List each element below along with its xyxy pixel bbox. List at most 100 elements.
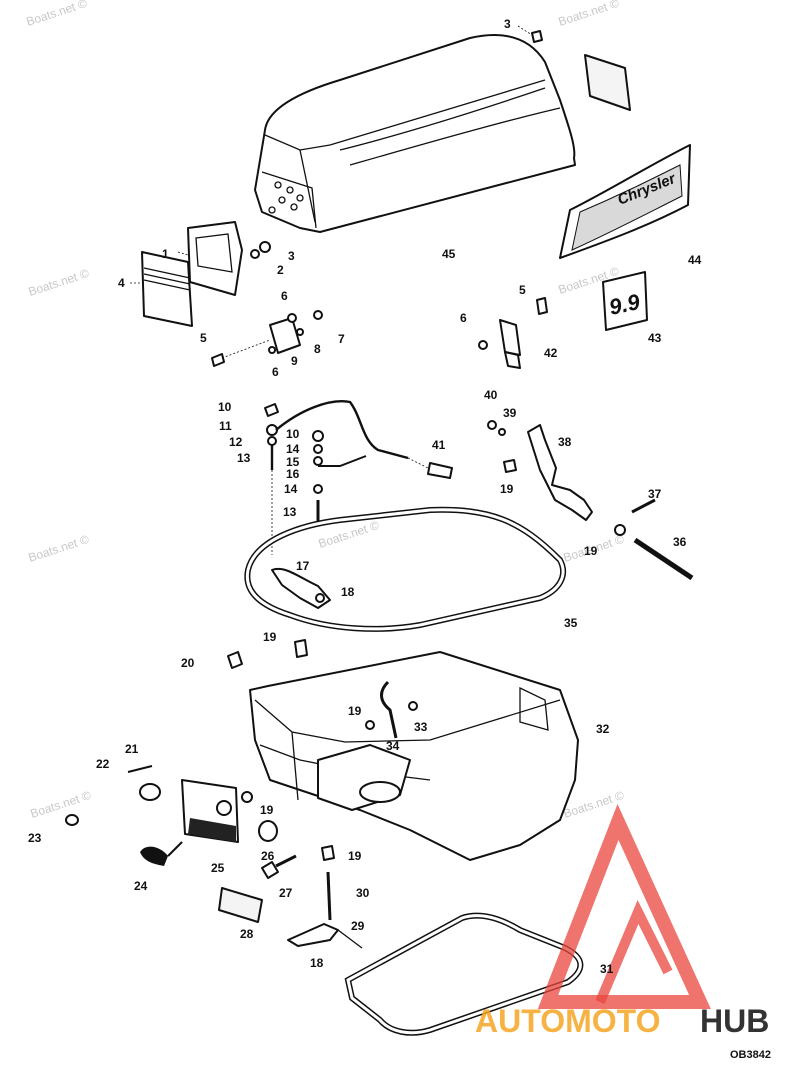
- callout-label: 15: [286, 455, 300, 469]
- callout-label: 45: [442, 247, 456, 261]
- callout-label: 35: [564, 616, 578, 630]
- callout-label: 10: [286, 427, 300, 441]
- callout-label: 1: [162, 247, 169, 261]
- grommet-26: [258, 820, 278, 842]
- cowl-seal: [244, 506, 567, 632]
- grommet-3: [259, 241, 271, 253]
- bottom-gasket: [344, 912, 584, 1036]
- callout-label: 2: [277, 263, 284, 277]
- callout-label: 27: [279, 886, 293, 900]
- chrysler-decal: Chrysler: [559, 144, 691, 259]
- callout-label: 32: [596, 722, 610, 736]
- watermark: Boats.net ©: [557, 0, 621, 29]
- callout-label: 11: [219, 419, 232, 433]
- watermark: Boats.net ©: [27, 266, 91, 299]
- callout-label: 13: [237, 451, 251, 465]
- callout-label: 19: [348, 704, 362, 718]
- callout-label: 33: [414, 720, 428, 734]
- callout-label: 18: [341, 585, 355, 599]
- watermark: Boats.net ©: [27, 532, 91, 565]
- callout-label: 14: [286, 442, 300, 456]
- knob-24: [140, 846, 168, 866]
- fitting-27: [261, 854, 297, 879]
- callout-label: 16: [286, 467, 300, 481]
- nut-19: [294, 639, 308, 658]
- callout-label: 26: [261, 849, 275, 863]
- callout-label: 19: [500, 482, 514, 496]
- drawing-code: OB3842: [730, 1049, 771, 1061]
- nut-19c: [241, 791, 253, 803]
- callout-label: 6: [281, 289, 288, 303]
- nut-19b: [365, 720, 375, 730]
- throttle-cam-assembly: [487, 420, 694, 581]
- callout-label: 31: [600, 962, 614, 976]
- callout-label: 4: [118, 276, 125, 290]
- latch-lever: [271, 567, 331, 609]
- top-cowl: [254, 34, 576, 233]
- link-rod-34: [380, 680, 398, 739]
- callout-label: 8: [314, 342, 321, 356]
- callout-label: 3: [504, 17, 511, 31]
- callout-label: 28: [240, 927, 254, 941]
- callout-label: 23: [28, 831, 42, 845]
- screw-3-top: [517, 25, 543, 43]
- decal-plate-4: [141, 251, 193, 327]
- lever-29-30: [287, 845, 363, 949]
- callout-label: 37: [648, 487, 662, 501]
- watermark: Boats.net ©: [29, 788, 93, 821]
- callout-label: 10: [218, 400, 232, 414]
- callout-label: 25: [211, 861, 225, 875]
- callout-label: 19: [260, 803, 274, 817]
- drain-plug-group: [65, 765, 161, 826]
- callout-label: 7: [338, 332, 345, 346]
- callout-label: 20: [181, 656, 195, 670]
- fastener-33: [408, 701, 418, 711]
- label-28: [218, 887, 263, 923]
- callout-label: 12: [229, 435, 243, 449]
- lower-cowl: [249, 651, 579, 861]
- callout-label: 17: [296, 559, 310, 573]
- callout-label: 29: [351, 919, 365, 933]
- latch-bracket-left: [211, 310, 323, 367]
- callout-label: 3: [288, 249, 295, 263]
- callout-labels: 1 2 3 3 4 5 5 6 6 6 7 8 9 10 10 11 12 13…: [28, 17, 702, 976]
- callout-label: 13: [283, 505, 297, 519]
- callout-label: 43: [648, 331, 662, 345]
- logo-inner-mark-icon: [595, 900, 673, 1004]
- callout-label: 39: [503, 406, 517, 420]
- washer-2: [250, 249, 260, 259]
- latch-bracket-right: [478, 297, 548, 369]
- callout-label: 42: [544, 346, 558, 360]
- callout-label: 38: [558, 435, 572, 449]
- callout-label: 5: [519, 283, 526, 297]
- callout-label: 44: [688, 253, 702, 267]
- callout-label: 6: [272, 365, 279, 379]
- callout-label: 19: [584, 544, 598, 558]
- callout-label: 5: [200, 331, 207, 345]
- decal-blank: [584, 54, 631, 111]
- model-decal: 9.9: [602, 271, 648, 331]
- callout-label: 19: [348, 849, 362, 863]
- callout-label: 30: [356, 886, 370, 900]
- cover-plate-25: [181, 779, 239, 843]
- callout-label: 24: [134, 879, 148, 893]
- shift-linkage: [264, 400, 453, 555]
- callout-label: 18: [310, 956, 324, 970]
- watermark: Boats.net ©: [25, 0, 89, 29]
- callout-label: 14: [284, 482, 298, 496]
- automotohub-logo: AUTOMOTO HUB: [475, 803, 769, 1039]
- logo-triangle-icon: [537, 803, 711, 1009]
- callout-label: 19: [263, 630, 277, 644]
- vent-plate: [187, 221, 243, 296]
- callout-label: 22: [96, 757, 110, 771]
- clip-20: [227, 651, 243, 669]
- callout-label: 9: [291, 354, 298, 368]
- callout-label: 40: [484, 388, 498, 402]
- logo-text-hub: HUB: [700, 1003, 769, 1039]
- callout-label: 34: [386, 739, 400, 753]
- logo-text-automoto: AUTOMOTO: [475, 1003, 660, 1039]
- callout-label: 36: [673, 535, 687, 549]
- callout-label: 6: [460, 311, 467, 325]
